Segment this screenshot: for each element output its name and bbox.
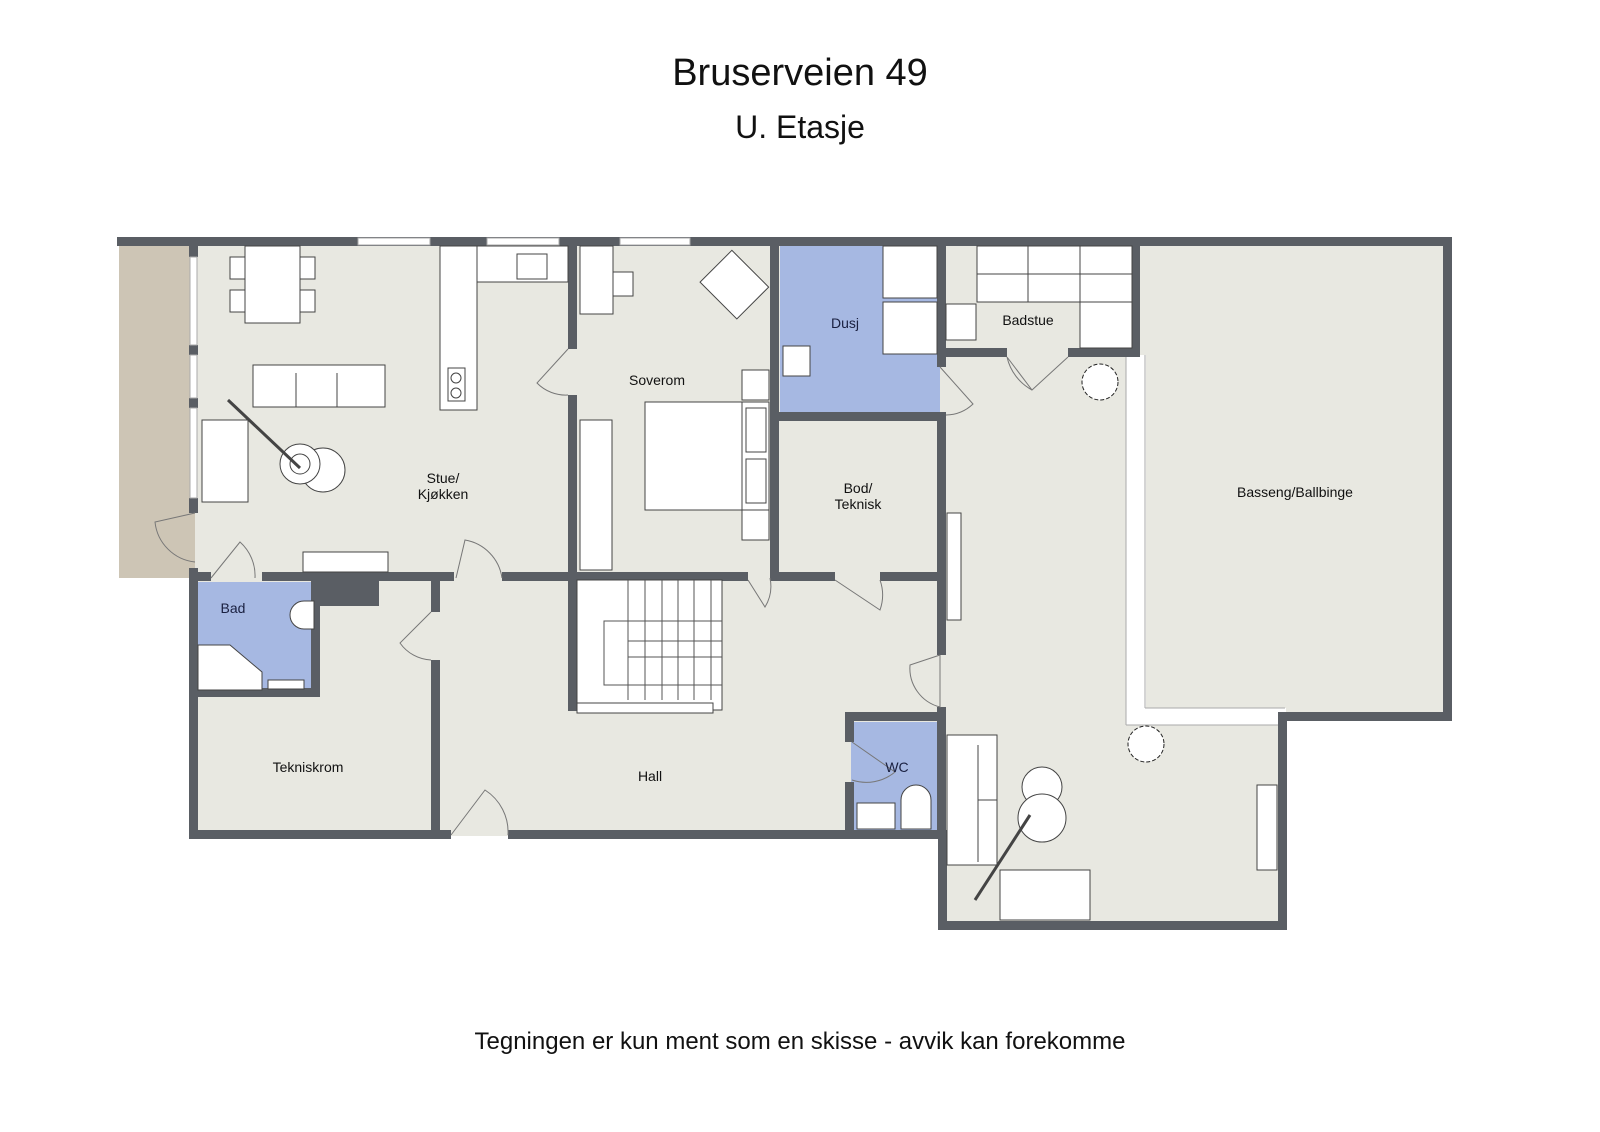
walls [117,237,1452,930]
chair [229,289,246,313]
tekniskrom-door [399,611,432,661]
floor-lamp [973,814,1032,901]
toilet [289,600,315,630]
wc-door [851,741,896,783]
sink [267,679,305,690]
wardrobe [579,419,613,571]
furniture-badstue [945,245,1133,349]
furniture-soverom [579,245,770,571]
label-hall: Hall [638,768,662,784]
sofa [252,364,386,408]
shower-1 [882,245,938,299]
label-bod: Bod/ [844,480,873,496]
floor-subtitle: U. Etasje [735,109,865,145]
furniture-dusj [782,245,938,377]
plant-icon [1127,725,1165,763]
badstue-door [1006,356,1069,391]
corner-shower [197,644,263,691]
armchair [699,249,770,320]
toilet [900,784,932,830]
room-labels: Stue/ Kjøkken Soverom Dusj Badstue Basse… [221,312,1354,784]
tv-bench [302,551,389,573]
sauna-stove [945,303,977,341]
furniture-bad [197,600,315,691]
furniture-lounge [946,734,1278,921]
dusj-door [939,366,974,416]
label-teknisk: Teknisk [835,496,883,512]
terrace-area [119,245,195,578]
entrance-door [450,789,509,836]
soverom-hall-door [747,577,772,608]
plants [1081,363,1165,763]
label-basseng: Basseng/Ballbinge [1237,484,1353,500]
nightstand [741,509,770,541]
chair [299,256,316,280]
bod-door [834,579,884,611]
kitchen-sink [516,253,548,280]
sauna-bench-lower [1079,301,1133,349]
stue-hall-door [455,539,503,579]
sink [782,345,811,377]
bed [644,401,743,511]
furniture-stue [201,245,569,573]
nightstand [741,369,770,401]
desk-chair [612,271,634,297]
staircase [576,579,723,714]
soverom-door [536,348,569,396]
chair [229,256,246,280]
shower-2 [882,301,938,355]
doors [154,348,1069,836]
plan-title: Bruserveien 49 [672,52,928,94]
armchair-sofa [201,419,249,503]
label-wc: WC [885,759,908,775]
label-stue: Stue/ [427,470,460,486]
disclaimer-note: Tegningen er kun ment som en skisse - av… [474,1028,1126,1055]
label-bad: Bad [221,600,246,616]
label-soverom: Soverom [629,372,685,388]
plant-icon [1081,363,1119,401]
label-kjokken: Kjøkken [418,486,469,502]
corridor-door [909,654,941,708]
terrace-door [154,512,196,563]
sink [856,802,896,830]
floor-lamp [226,398,302,470]
armchair-sofa [999,869,1091,921]
chair [299,289,316,313]
label-badstue: Badstue [1002,312,1054,328]
label-dusj: Dusj [831,315,859,331]
pool-border [1125,355,1286,726]
dining-table [244,245,301,324]
bench [946,512,962,621]
bad-door [210,541,256,579]
furniture-wc [856,784,932,830]
windows [189,237,691,499]
tv-unit [1256,784,1278,871]
round-table [1017,793,1067,843]
label-tekniskrom: Tekniskrom [273,759,344,775]
desk [579,245,614,315]
